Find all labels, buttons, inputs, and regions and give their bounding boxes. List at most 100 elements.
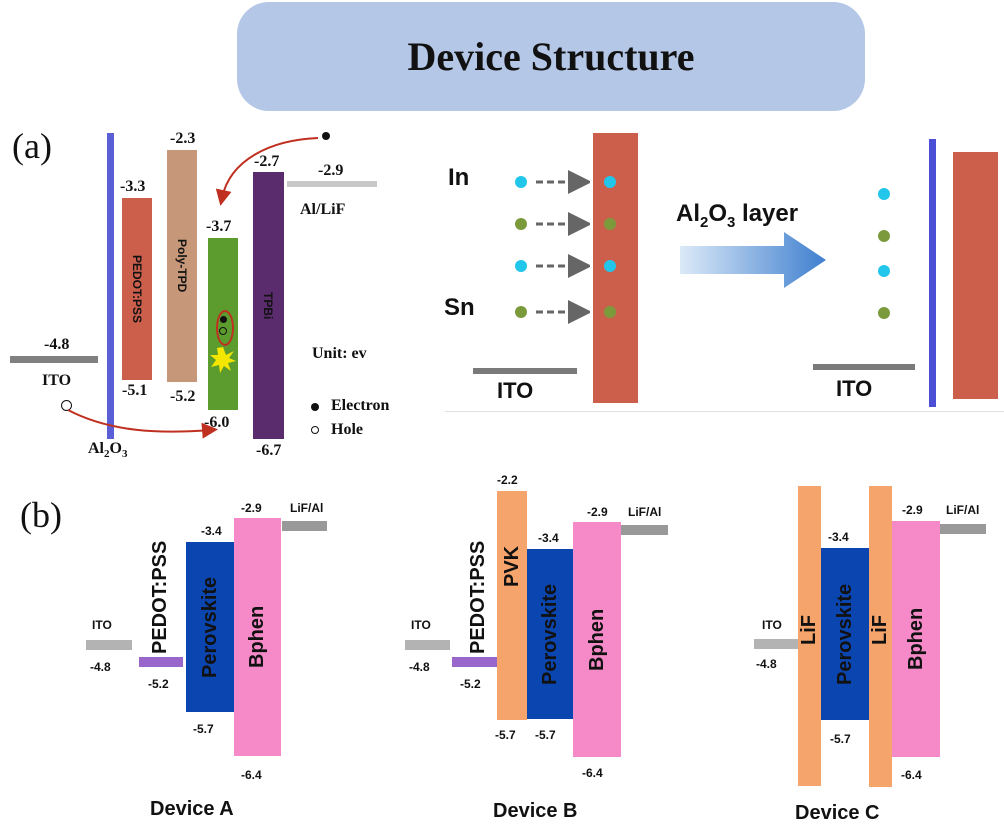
pedot-top-value: -3.3: [120, 178, 146, 195]
al2o3-barrier-line: [929, 139, 936, 407]
perovskite-top-value: -3.4: [201, 524, 222, 538]
tpbi-layer-bar: [253, 172, 284, 439]
electron-legend-icon: [311, 403, 319, 411]
panel-a-label: (a): [12, 126, 52, 166]
perovskite-bottom-value: -5.7: [535, 728, 556, 742]
bphen-label: Bphen: [586, 608, 608, 671]
bphen-bottom-value: -6.4: [901, 768, 922, 782]
pvk-label: PVK: [501, 545, 523, 587]
ito-level-bar: [86, 640, 132, 650]
pedot-layer-label: PEDOT:PSS: [130, 254, 144, 323]
perovskite-top-value: -3.4: [538, 531, 559, 545]
perovskite-bottom-value: -5.7: [830, 732, 851, 746]
tin-atom-diffused: [604, 306, 616, 318]
tin-atom: [515, 306, 527, 318]
charge-transfer-arrows: [67, 137, 319, 439]
lif-label-second: LiF: [869, 615, 891, 645]
cathode-level-bar: [940, 524, 986, 534]
indium-atom-diffused: [604, 176, 616, 188]
ito-bar-right: [813, 364, 915, 370]
perovskite-bar: [821, 548, 869, 720]
ito-label-right: ITO: [836, 376, 873, 401]
hole-legend-icon: [311, 426, 319, 434]
tpbi-layer-label: TPBi: [261, 291, 275, 320]
ito-value: -4.8: [756, 657, 777, 671]
pedot-value: -5.2: [460, 677, 481, 691]
indium-atom-diffused: [604, 260, 616, 272]
ito-label: ITO: [92, 618, 112, 632]
tin-atom-blocked: [878, 230, 890, 242]
perovskite-top-value: -3.4: [828, 530, 849, 544]
bphen-bottom-value: -6.4: [241, 768, 262, 782]
al2o3-arrow-label: Al2O3 layer: [676, 200, 799, 231]
bphen-bottom-value: -6.4: [582, 766, 603, 780]
tin-atom: [515, 218, 527, 230]
indium-atom-blocked: [878, 188, 890, 200]
pedot-bottom-value: -5.1: [122, 382, 148, 399]
electron-marker-cathode: [322, 132, 330, 140]
al2o3-process-arrow: [680, 232, 826, 288]
indium-atom: [515, 176, 527, 188]
cathode-label: LiF/Al: [628, 505, 662, 519]
cathode-layer-label: Al/LiF: [300, 201, 346, 218]
ito-label-left: ITO: [497, 378, 534, 403]
light-emission-icon: [210, 347, 236, 373]
perovskite-label: Perovskite: [539, 583, 561, 685]
bphen-bar: [234, 518, 281, 756]
tin-atom-blocked: [878, 307, 890, 319]
ito-level-value: -4.8: [44, 336, 70, 353]
indium-atom: [515, 260, 527, 272]
polytpd-layer-label: Poly-TPD: [175, 239, 189, 293]
polytpd-layer-bar: [167, 150, 197, 382]
indium-label: In: [448, 164, 470, 191]
pvk-top-value: -2.2: [497, 473, 518, 487]
pedot-label: PEDOT:PSS: [467, 540, 489, 654]
pedot-label: PEDOT:PSS: [149, 540, 171, 654]
exciton-ellipse: [216, 310, 234, 346]
pedot-value: -5.2: [148, 677, 169, 691]
perovskite-label: Perovskite: [834, 583, 856, 685]
emitter-top-value: -3.7: [206, 218, 232, 235]
bphen-top-value: -2.9: [241, 501, 262, 515]
lif-bar-first: [798, 486, 821, 786]
bphen-label: Bphen: [905, 607, 927, 671]
pedot-layer-bar: [122, 198, 152, 380]
ito-label: ITO: [411, 618, 431, 632]
cathode-level-line: [287, 181, 377, 187]
device-name: Device A: [150, 798, 234, 820]
panel-b-label: (b): [20, 495, 62, 535]
lif-label-first: LiF: [798, 615, 820, 645]
cathode-label: LiF/Al: [946, 503, 980, 517]
polytpd-top-value: -2.3: [170, 130, 196, 147]
device-name: Device B: [493, 800, 578, 822]
figure-title: Device Structure: [407, 34, 695, 79]
perovskite-bar: [527, 549, 573, 719]
ito-layer-label: ITO: [42, 372, 72, 389]
pvk-bar: [497, 491, 527, 720]
al2o3-layer-line: [107, 133, 114, 439]
cathode-label: LiF/Al: [290, 501, 324, 515]
organic-layer-bar-right: [953, 152, 998, 399]
title-banner: Device Structure: [237, 2, 865, 111]
tin-atom-diffused: [604, 218, 616, 230]
pedot-level-bar: [139, 657, 183, 667]
ito-value: -4.8: [90, 660, 111, 674]
ito-value: -4.8: [409, 660, 430, 674]
hole-marker-ito: [61, 400, 72, 411]
bphen-bar: [892, 521, 940, 757]
bphen-label: Bphen: [246, 605, 268, 669]
indium-atom-blocked: [878, 265, 890, 277]
pedot-level-bar: [452, 657, 497, 667]
diffusion-arrows: [536, 170, 590, 324]
al2o3-layer-label: Al2O3: [88, 440, 128, 461]
ito-bar-left: [473, 368, 577, 374]
electron-legend-label: Electron: [331, 397, 390, 414]
pvk-bottom-value: -5.7: [495, 728, 516, 742]
bphen-top-value: -2.9: [902, 503, 923, 517]
diffusion-schematic: [445, 128, 1004, 412]
ito-level-bar: [405, 640, 450, 650]
electron-marker-emitter: [220, 316, 227, 323]
cathode-level-bar: [282, 521, 327, 531]
lif-bar-second: [869, 486, 892, 787]
